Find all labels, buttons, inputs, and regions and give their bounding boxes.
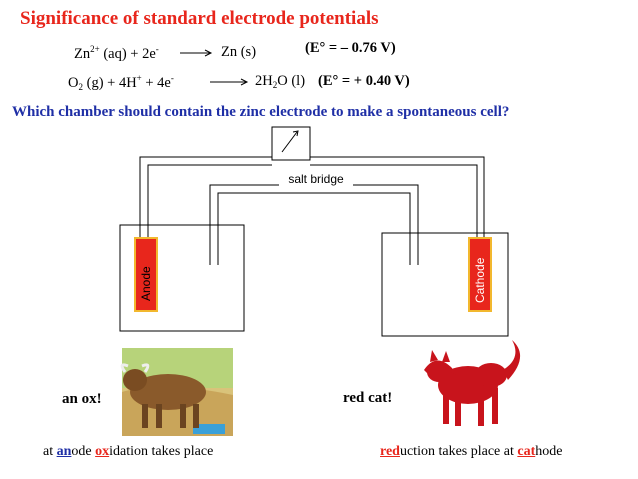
reaction-2-arrow xyxy=(210,78,249,86)
text-part: uction takes place at xyxy=(399,444,518,459)
reaction-1-product: Zn (s) xyxy=(221,44,257,60)
salt-bridge-label: salt bridge xyxy=(288,172,344,186)
charge: + xyxy=(136,73,142,83)
reaction-1-potential: (E° = – 0.76 V) xyxy=(305,40,396,56)
subscript: 2 xyxy=(272,80,278,90)
cathode-electrode xyxy=(468,237,492,312)
charge: - xyxy=(155,44,159,54)
reactant-text: + 4e xyxy=(141,75,171,91)
text-part: at xyxy=(43,444,57,459)
highlight-cat: cat xyxy=(517,444,536,459)
product-text: O (l) xyxy=(277,73,306,89)
text-part: hode xyxy=(535,444,563,459)
red-cat-image xyxy=(424,340,521,426)
right-chamber xyxy=(381,232,509,337)
charge: - xyxy=(170,73,174,83)
reaction-1-reactants: Zn2+ (aq) + 2e- xyxy=(74,44,159,63)
text-part: ode xyxy=(71,444,96,459)
highlight-an: an xyxy=(56,444,72,459)
reaction-2-potential: (E° = + 0.40 V) xyxy=(318,73,410,89)
cat-caption: red cat! xyxy=(343,390,393,406)
reactant-text: (g) + 4H xyxy=(82,75,137,91)
highlight-red: red xyxy=(380,444,400,459)
ox-image xyxy=(120,348,233,436)
anode-mnemonic: at anode oxidation takes place xyxy=(43,444,213,460)
anode-label: Anode xyxy=(139,266,153,301)
charge: 2+ xyxy=(90,44,100,54)
water: 2H xyxy=(255,73,273,89)
reaction-2-product: 2H2O (l) xyxy=(255,73,305,90)
salt-bridge-label-box: salt bridge xyxy=(279,170,353,188)
subscript: 2 xyxy=(78,82,83,92)
reactant-text: (aq) + 2e xyxy=(99,46,156,62)
text-part: idation takes place xyxy=(109,444,214,459)
question-text: Which chamber should contain the zinc el… xyxy=(12,104,510,120)
cathode-mnemonic: reduction takes place at cathode xyxy=(380,444,562,460)
cathode-label: Cathode xyxy=(473,257,487,303)
external-wire xyxy=(139,156,485,238)
zn-ion: Zn xyxy=(74,46,91,62)
oxygen: O xyxy=(68,75,79,91)
reaction-1-arrow xyxy=(180,49,213,57)
ox-caption: an ox! xyxy=(62,391,102,407)
reaction-2-reactants: O2 (g) + 4H+ + 4e- xyxy=(68,73,174,92)
left-chamber xyxy=(119,224,245,332)
voltmeter xyxy=(271,126,311,161)
page-title: Significance of standard electrode poten… xyxy=(20,8,379,29)
highlight-ox: ox xyxy=(95,444,110,459)
anode-electrode xyxy=(134,237,158,312)
